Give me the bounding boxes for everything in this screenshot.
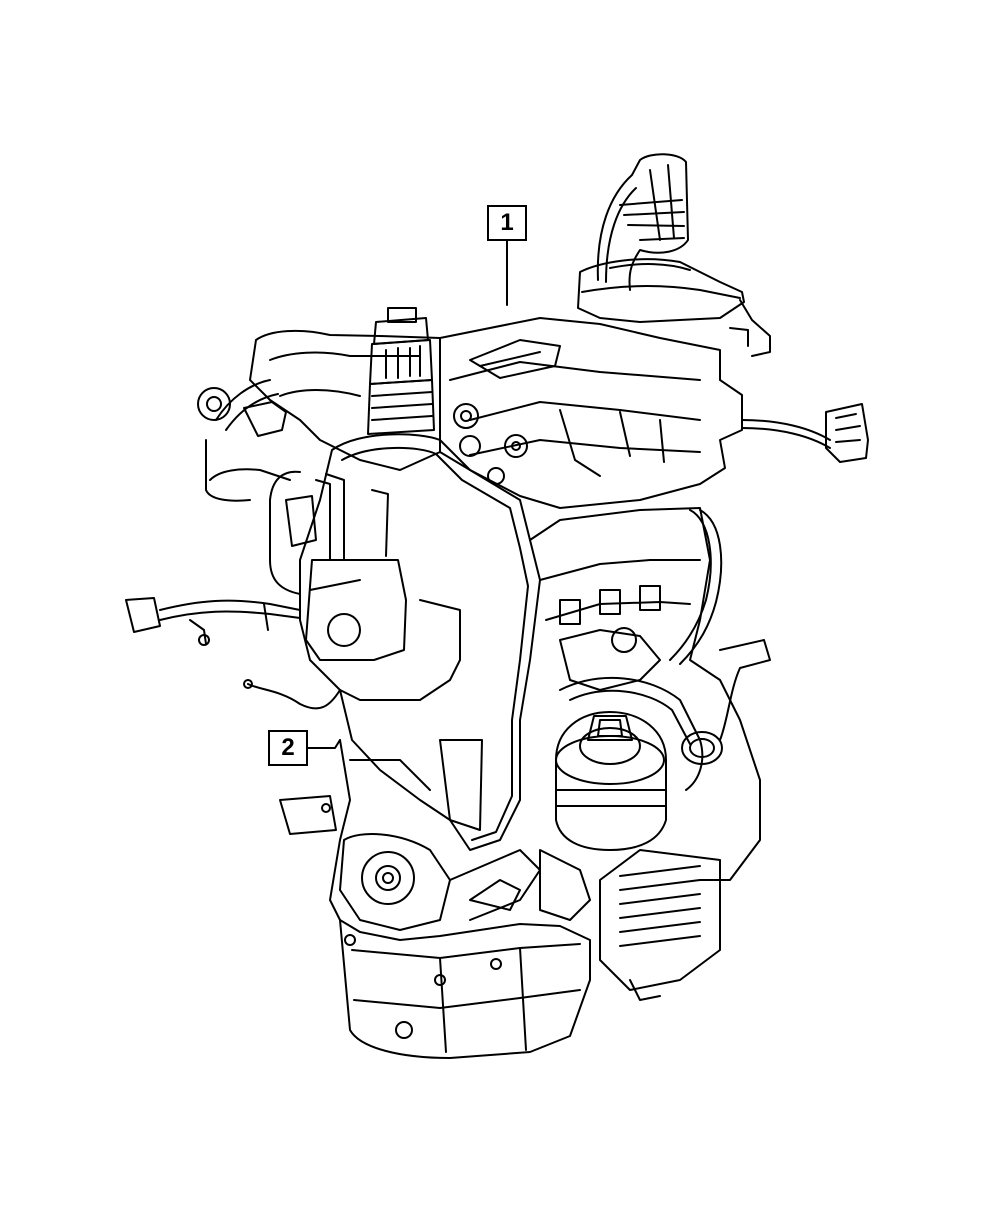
callout-1[interactable]: 1 xyxy=(487,205,527,241)
harness-left xyxy=(125,470,389,710)
coolant-pipe xyxy=(559,676,723,791)
oil-cooler xyxy=(599,849,721,1001)
timing-cover xyxy=(299,433,541,851)
callout-2-leader xyxy=(307,739,341,749)
oil-pan xyxy=(339,919,591,1059)
harness-right xyxy=(741,403,869,463)
engine-block-right xyxy=(529,507,771,881)
cylinder-head xyxy=(439,317,743,509)
breather-pipe xyxy=(596,153,689,291)
engine-block-lower xyxy=(279,739,591,931)
intake-manifold xyxy=(197,329,441,502)
callout-2[interactable]: 2 xyxy=(268,730,308,766)
air-resonator xyxy=(577,258,771,357)
oil-filler-cap xyxy=(367,307,435,435)
oil-filter-housing xyxy=(555,711,667,851)
